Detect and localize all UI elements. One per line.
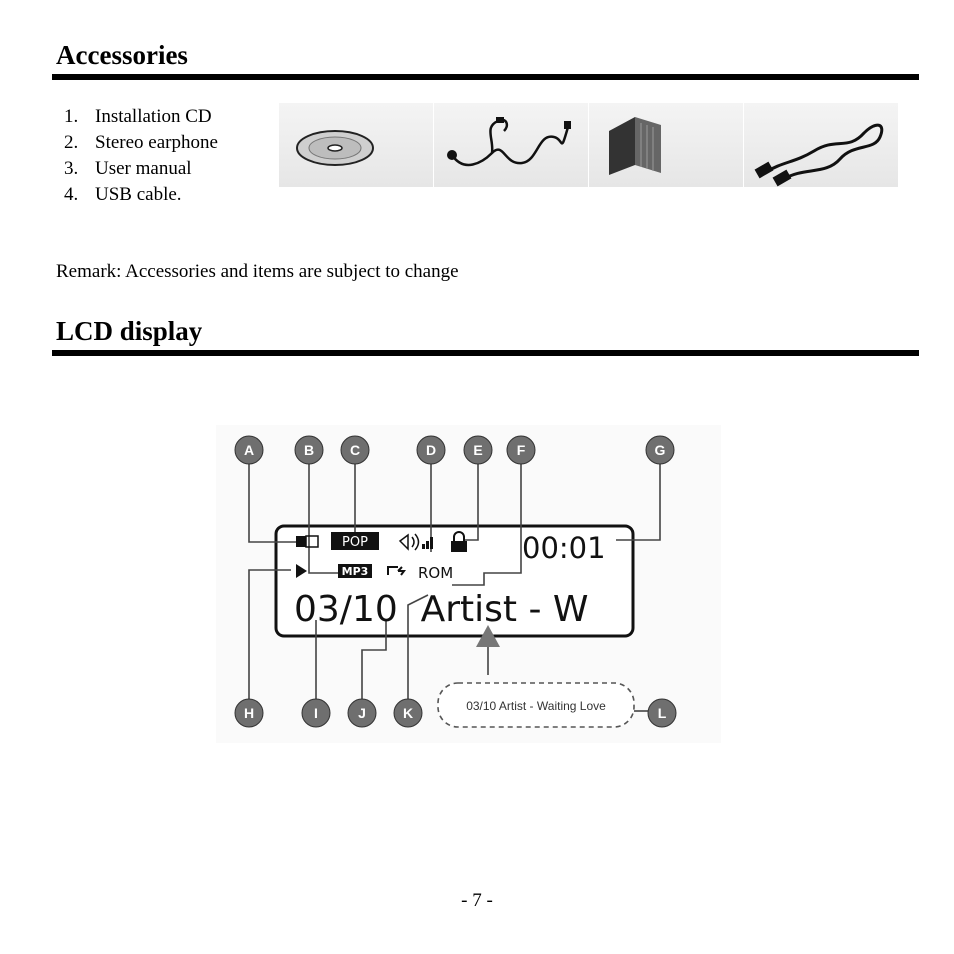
callout-a: A — [234, 435, 264, 465]
track-line: 03/10 Artist - W — [294, 589, 589, 630]
lcd-diagram: POP 00:01 MP3 ROM 03/10 Artist - W — [216, 425, 721, 743]
lock-icon — [451, 531, 467, 552]
callout-k: K — [393, 698, 423, 728]
callout-f: F — [506, 435, 536, 465]
play-icon — [296, 564, 307, 578]
svg-text:F: F — [517, 442, 526, 458]
signal-icon — [422, 537, 433, 549]
svg-text:B: B — [304, 442, 314, 458]
cd-icon — [279, 103, 434, 187]
svg-text:J: J — [358, 705, 366, 721]
page-number: - 7 - — [461, 890, 493, 911]
svg-text:I: I — [314, 705, 318, 721]
list-item: 3.User manual — [56, 156, 218, 182]
svg-text:D: D — [426, 442, 436, 458]
repeat-mode-label: ROM — [418, 564, 453, 582]
accessory-label: User manual — [95, 158, 192, 179]
svg-text:G: G — [655, 442, 666, 458]
svg-text:C: C — [350, 442, 360, 458]
callout-h: H — [234, 698, 264, 728]
callout-l: L — [647, 698, 677, 728]
accessories-rule — [52, 74, 919, 80]
eq-badge — [331, 532, 379, 550]
lcd-heading: LCD display — [56, 316, 203, 346]
callout-g: G — [645, 435, 675, 465]
lcd-rule — [52, 350, 919, 356]
repeat-icon — [387, 566, 406, 576]
accessory-label: Stereo earphone — [95, 132, 218, 153]
accessory-label: USB cable. — [95, 184, 182, 205]
format-label: MP3 — [342, 565, 369, 578]
battery-icon — [296, 535, 319, 548]
svg-text:K: K — [403, 705, 413, 721]
scroll-text-bubble — [437, 682, 635, 728]
list-item: 2.Stereo earphone — [56, 130, 218, 156]
accessory-label: Installation CD — [95, 106, 212, 127]
accessories-heading: Accessories — [56, 40, 188, 70]
callout-i: I — [301, 698, 331, 728]
format-badge — [338, 564, 372, 578]
svg-text:E: E — [473, 442, 482, 458]
svg-text:A: A — [244, 442, 254, 458]
callout-e: E — [463, 435, 493, 465]
callout-b: B — [294, 435, 324, 465]
usb-cable-icon — [744, 103, 899, 187]
manual-icon — [589, 103, 744, 187]
lcd-screen — [274, 524, 635, 638]
eq-label: POP — [342, 535, 368, 550]
callout-d: D — [416, 435, 446, 465]
time-display: 00:01 — [522, 531, 606, 565]
list-item: 1.Installation CD — [56, 104, 218, 130]
scroll-arrow-icon — [476, 625, 500, 647]
callout-c: C — [340, 435, 370, 465]
list-item: 4.USB cable. — [56, 182, 218, 208]
svg-text:L: L — [658, 705, 667, 721]
volume-icon — [398, 533, 420, 551]
svg-text:H: H — [244, 705, 254, 721]
callout-j: J — [347, 698, 377, 728]
earphone-icon — [434, 103, 589, 187]
scroll-text: 03/10 Artist - Waiting Love — [466, 699, 606, 713]
accessories-image-strip — [279, 103, 899, 187]
accessories-list: 1.Installation CD 2.Stereo earphone 3.Us… — [56, 104, 218, 208]
remark-text: Remark: Accessories and items are subjec… — [56, 261, 459, 282]
